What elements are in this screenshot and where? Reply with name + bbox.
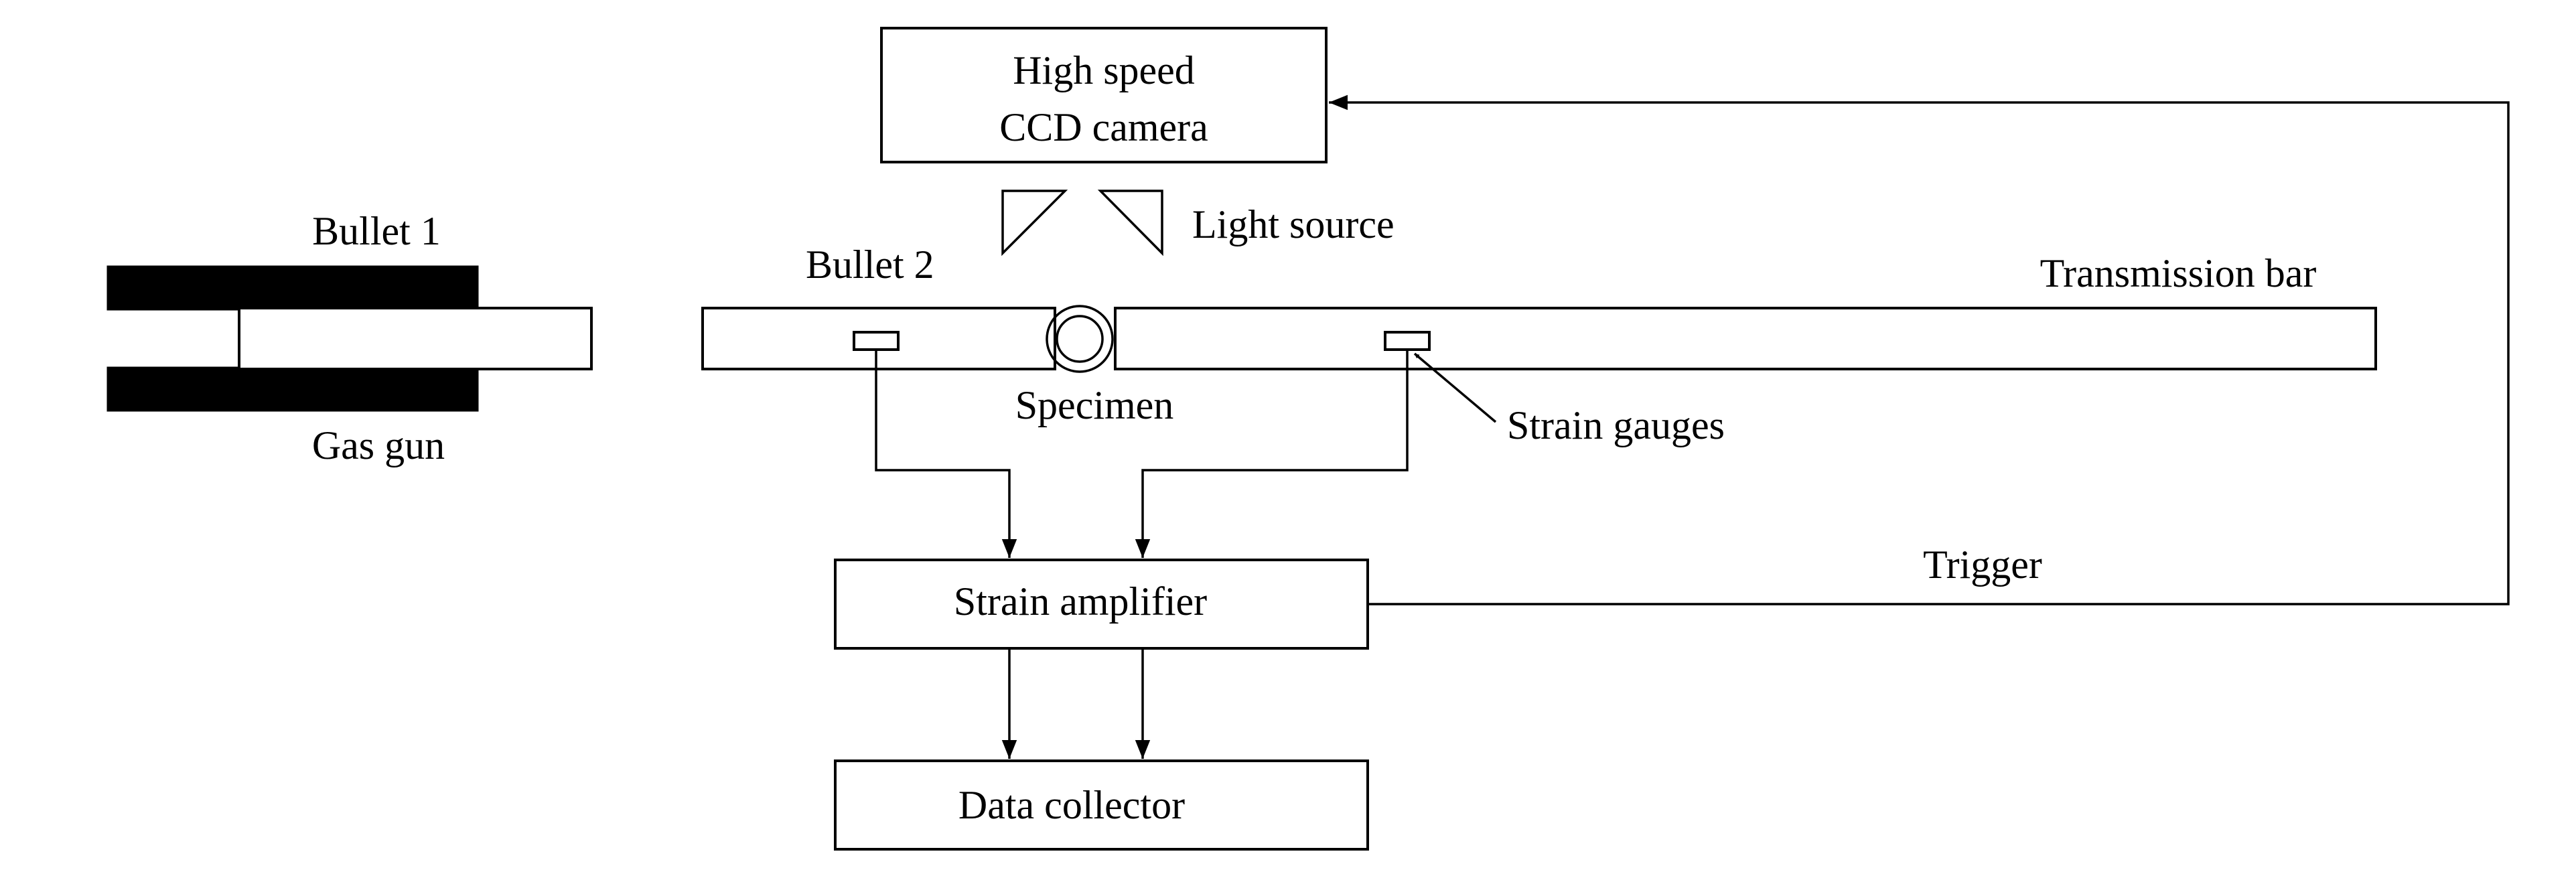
light-source-label: Light source [1192,202,1394,246]
gas-gun-upper-barrel [106,265,479,311]
strain-amplifier-label: Strain amplifier [954,579,1207,624]
trigger-line [1329,94,2510,605]
data-collector-box [834,759,1369,851]
specimen-label: Specimen [1015,383,1174,427]
trigger-label: Trigger [1923,542,2042,587]
camera-label-line2: CCD camera [999,105,1208,149]
gas-gun-label: Gas gun [312,423,445,467]
strain-gauge-left [853,331,900,351]
transmission-bar-label: Transmission bar [2040,251,2317,295]
bullet2-label: Bullet 2 [806,242,934,287]
transmission-bar [1114,307,2377,370]
strain-gauges-leader [1413,352,1497,423]
strain-gauges-label: Strain gauges [1507,403,1725,447]
gas-gun-lower-barrel [106,366,479,412]
light-source-right [1097,190,1163,257]
bullet1-label: Bullet 1 [312,209,441,253]
specimen-outer [1046,305,1114,373]
strain-gauge-right [1384,331,1431,351]
bullet-1 [238,307,593,370]
wire-right-gauge [1135,350,1409,558]
ccd-camera-box [880,27,1328,163]
camera-label-line1: High speed [1013,48,1195,92]
gas-gun [106,265,479,412]
data-collector-label: Data collector [958,783,1185,827]
wire-left-gauge [875,350,1017,558]
light-source-left [1001,190,1068,257]
specimen-inner [1056,315,1104,363]
